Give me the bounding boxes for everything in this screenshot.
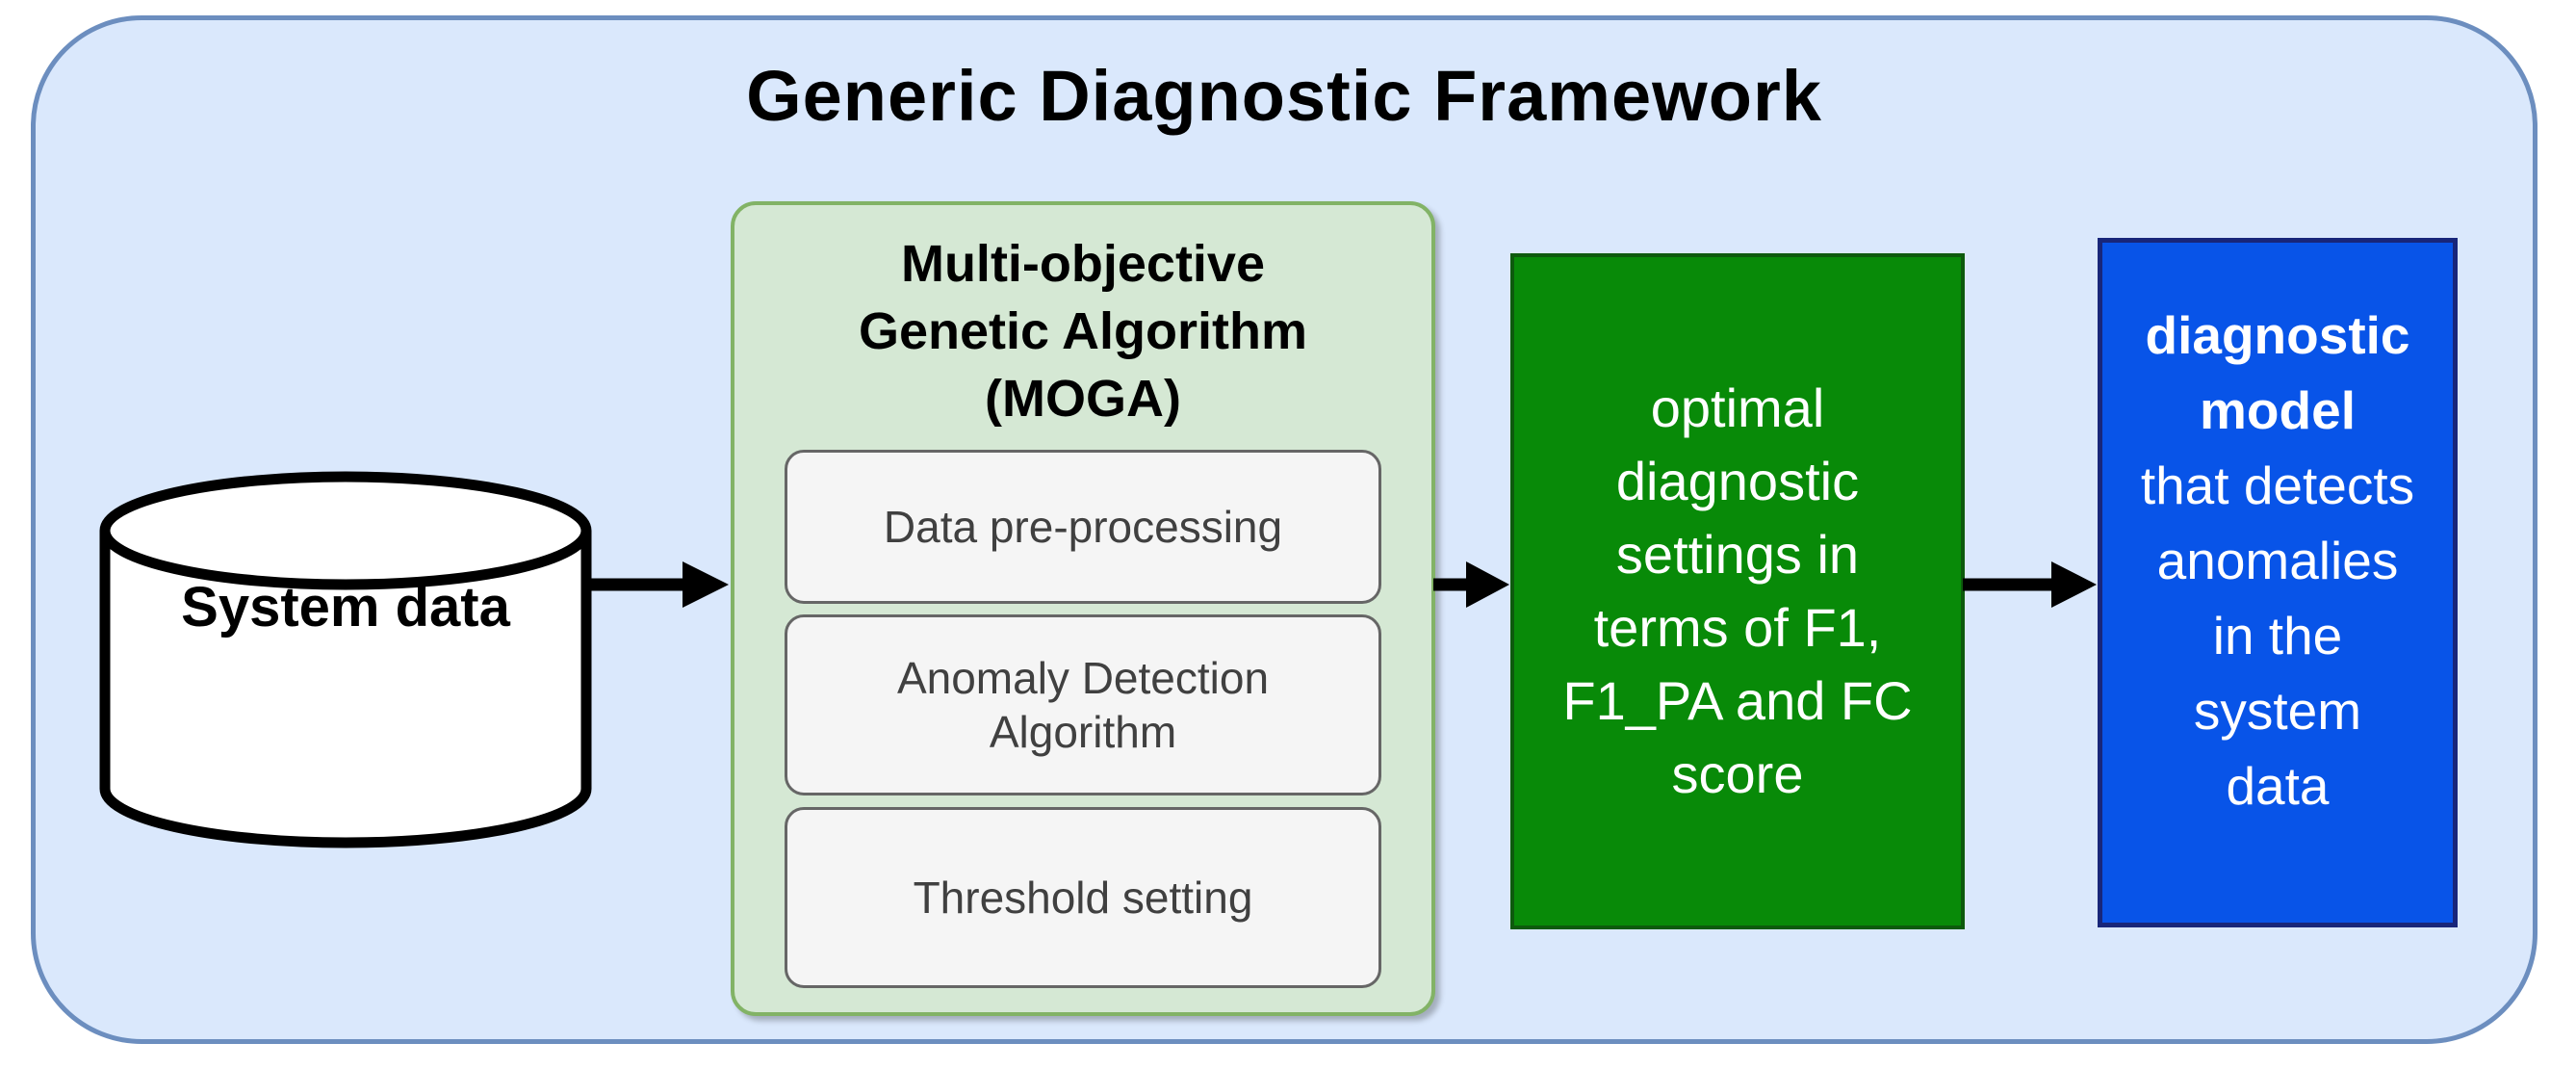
optimal-settings-box: optimal diagnostic settings in terms of … xyxy=(1510,253,1965,929)
framework-container: Generic Diagnostic Framework System data… xyxy=(31,15,2537,1044)
moga-box: Multi-objective Genetic Algorithm (MOGA)… xyxy=(731,201,1435,1016)
arrow-moga-to-settings xyxy=(1433,556,1510,613)
database-cylinder-icon xyxy=(99,471,592,848)
system-data-cylinder: System data xyxy=(99,471,592,848)
diagnostic-model-description: that detects anomalies in the system dat… xyxy=(2140,456,2415,816)
system-data-label: System data xyxy=(181,576,510,639)
diagnostic-model-bold-label: diagnostic model xyxy=(2145,305,2410,440)
moga-title: Multi-objective Genetic Algorithm (MOGA) xyxy=(858,235,1308,428)
arrow-right-icon xyxy=(586,561,729,608)
step-anomaly-detection-algorithm: Anomaly Detection Algorithm xyxy=(785,614,1381,795)
diagram-title: Generic Diagnostic Framework xyxy=(746,56,1822,136)
diagnostic-model-box: diagnostic model that detects anomalies … xyxy=(2098,238,2458,927)
step-threshold-setting: Threshold setting xyxy=(785,806,1381,988)
arrow-right-icon xyxy=(1963,561,2097,608)
step-data-pre-processing: Data pre-processing xyxy=(785,449,1381,604)
arrow-source-to-moga xyxy=(586,556,731,613)
moga-steps: Data pre-processing Anomaly Detection Al… xyxy=(785,438,1381,999)
arrow-right-icon xyxy=(1433,561,1509,608)
arrow-settings-to-model xyxy=(1963,556,2098,613)
